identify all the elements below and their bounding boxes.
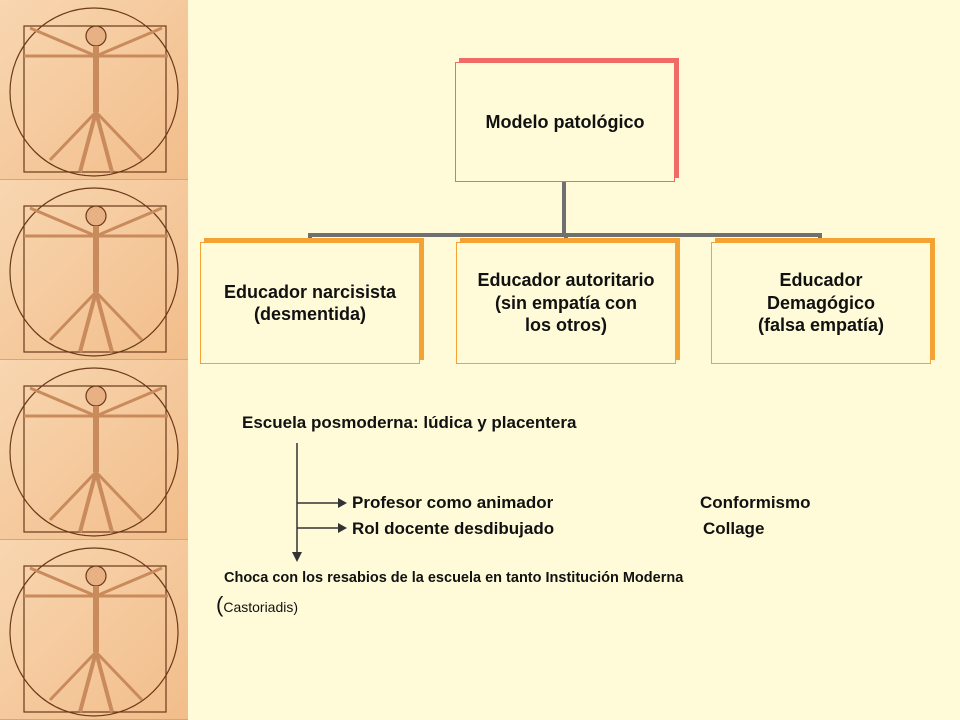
vitruvian-man-icon [0, 540, 188, 720]
arrow-profesor-head [338, 498, 347, 508]
vitruvian-man-icon [0, 360, 188, 540]
text-conformismo: Conformismo [700, 493, 811, 512]
root-node-label: Modelo patológico [485, 111, 645, 132]
decorative-sidebar [0, 0, 188, 720]
child-node-label: Educador narcisista (desmentida) [223, 281, 397, 325]
vitruvian-man-icon [0, 0, 188, 180]
child-node-autoritario: Educador autoritario (sin empatía con lo… [456, 242, 676, 364]
arrow-rol-head [338, 523, 347, 533]
arrow-main-head [292, 552, 302, 562]
text-rol-docente: Rol docente desdibujado [352, 519, 555, 538]
text-castoriadis: (Castoriadis) [216, 592, 298, 618]
connector-child-2 [564, 233, 568, 242]
text-collage: Collage [703, 519, 765, 538]
vitruvian-drawing [9, 367, 179, 537]
connector-child-1 [308, 233, 312, 242]
root-node: Modelo patológico [455, 62, 675, 182]
child-node-demagogico: Educador Demagógico (falsa empatía) [711, 242, 931, 364]
castoriadis-label: Castoriadis) [223, 599, 299, 615]
vitruvian-drawing [9, 547, 179, 717]
child-node-narcisista: Educador narcisista (desmentida) [200, 242, 420, 364]
text-choca: Choca con los resabios de la escuela en … [224, 570, 684, 586]
vitruvian-drawing [9, 7, 179, 177]
child-node-label: Educador Demagógico (falsa empatía) [757, 270, 885, 336]
paren-open: ( [216, 592, 224, 617]
heading-escuela-posmoderna: Escuela posmoderna: lúdica y placentera [242, 413, 577, 432]
vitruvian-man-icon [0, 180, 188, 360]
child-node-label: Educador autoritario (sin empatía con lo… [477, 270, 655, 336]
connector-child-3 [818, 233, 822, 242]
connector-root-vertical [562, 182, 566, 236]
text-profesor-animador: Profesor como animador [352, 493, 554, 512]
vitruvian-drawing [9, 187, 179, 357]
